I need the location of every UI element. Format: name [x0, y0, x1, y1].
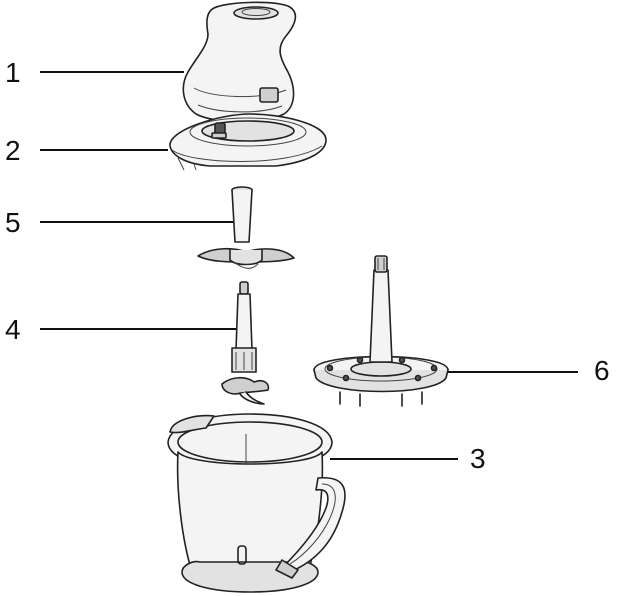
small-blade-part — [197, 186, 295, 269]
part-label-2: 2 — [5, 135, 21, 166]
part-label-1: 1 — [5, 57, 21, 88]
motor-unit-part — [182, 1, 297, 123]
part-label-5: 5 — [5, 207, 21, 238]
bowl-part — [167, 413, 346, 593]
part-label-6: 6 — [594, 355, 610, 386]
large-blade-part — [221, 281, 270, 405]
part-label-4: 4 — [5, 314, 21, 345]
part-label-3: 3 — [470, 443, 486, 474]
base-spindle-part — [313, 255, 449, 407]
lid-part — [169, 113, 327, 171]
